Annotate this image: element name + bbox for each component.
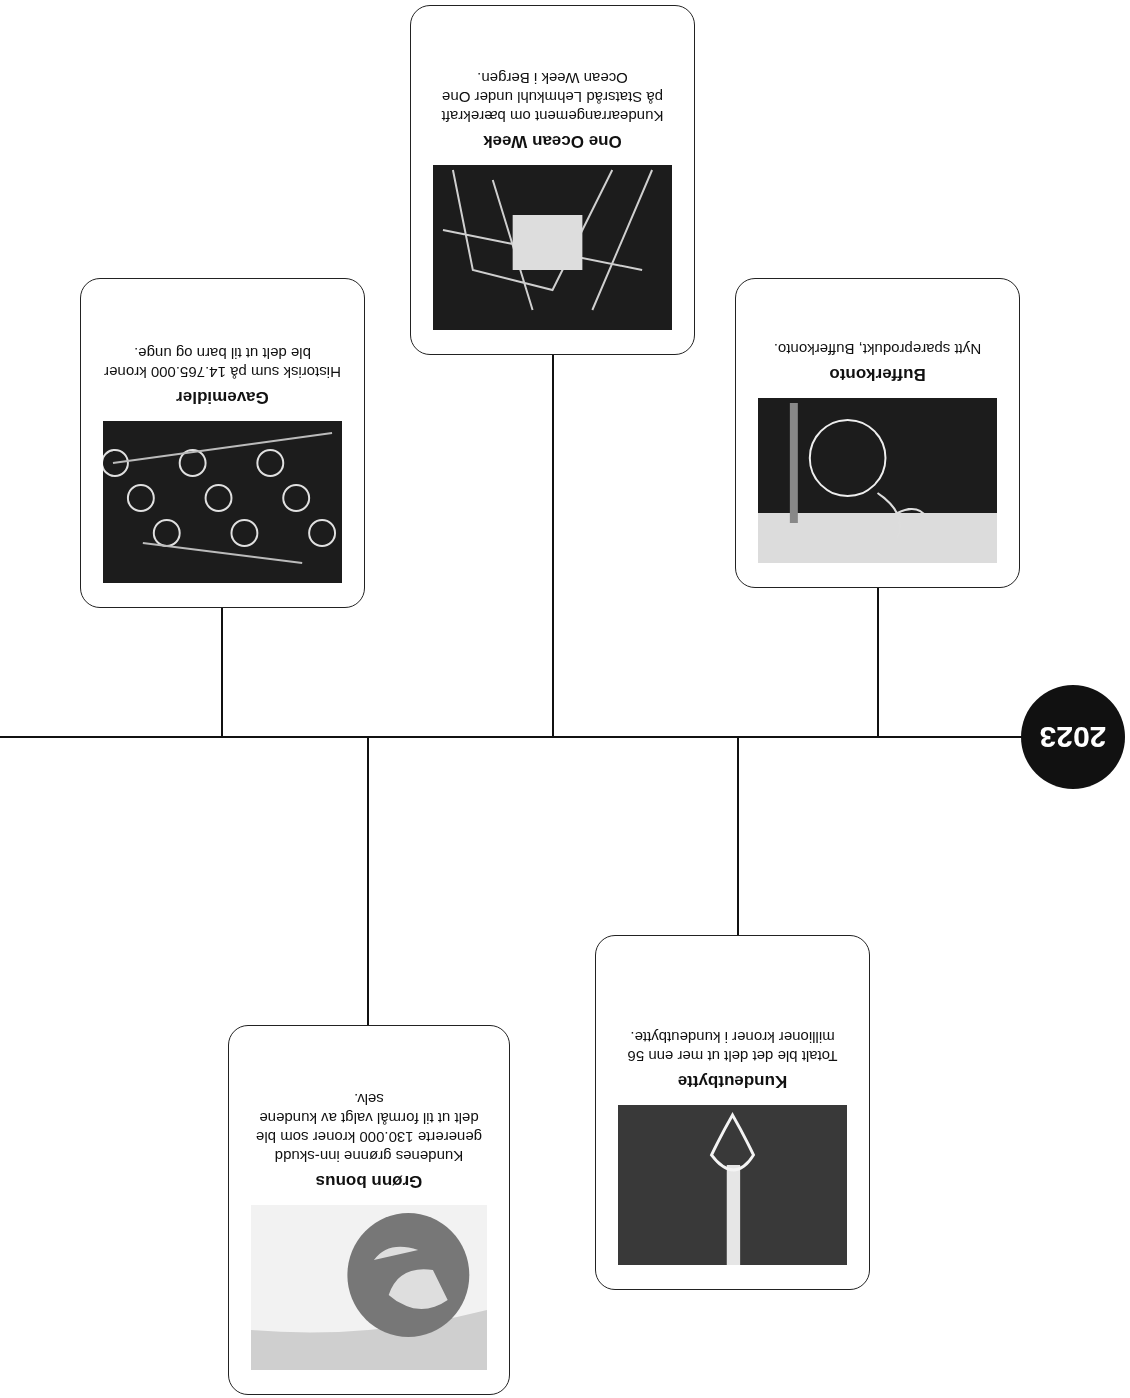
photo-shape xyxy=(347,1213,469,1337)
photo-shape xyxy=(443,170,652,310)
photo xyxy=(618,1105,847,1265)
card-body: Nytt spareprodukt, Bufferkonto. xyxy=(774,339,981,358)
photo xyxy=(433,165,672,330)
photo-shape xyxy=(309,520,335,546)
photo-shape xyxy=(113,433,332,563)
card-body: Kundenes grønne inn-skudd genererte 130.… xyxy=(251,1090,487,1165)
card-title: Kundeutbytte xyxy=(678,1071,788,1091)
card-title: Grønn bonus xyxy=(316,1171,423,1191)
photo-shape xyxy=(727,1165,740,1265)
timeline-stem xyxy=(552,355,554,737)
photo-shape xyxy=(154,520,180,546)
timeline-stem xyxy=(221,608,223,737)
card-title: Gavemidler xyxy=(176,387,269,407)
timeline-axis xyxy=(0,736,1030,738)
photo-shape xyxy=(374,1247,448,1309)
photo-shape xyxy=(513,215,583,270)
timeline-stem xyxy=(737,737,739,935)
timeline-card: Bufferkonto Nytt spareprodukt, Bufferkont… xyxy=(735,278,1020,588)
timeline-card: One Ocean Week Kundearrangement om bærekr… xyxy=(410,5,695,355)
timeline-card: Gavemidler Historisk sum på 14.765.000 kr… xyxy=(80,278,365,608)
card-body: Kundearrangement om bærekraft på Statsrå… xyxy=(433,68,672,124)
photo xyxy=(758,398,997,563)
card-body: Historisk sum på 14.765.000 kroner ble d… xyxy=(103,343,342,381)
photo-ground xyxy=(758,398,997,563)
year-circle: 2023 xyxy=(1021,685,1125,789)
photo-ground xyxy=(251,1205,487,1370)
card-title: One Ocean Week xyxy=(483,131,622,151)
card-title: Bufferkonto xyxy=(829,364,925,384)
photo-ground xyxy=(103,421,342,583)
photo-ground xyxy=(618,1105,847,1265)
photo-shape xyxy=(712,1115,754,1170)
photo-ground xyxy=(433,165,672,330)
photo-shape xyxy=(206,485,232,511)
photo-shape xyxy=(618,1105,847,1265)
photo-shape xyxy=(231,520,257,546)
card-body: Totalt ble det delt ut mer enn 56 millio… xyxy=(618,1027,847,1065)
year-label: 2023 xyxy=(1040,720,1107,754)
timeline-stem xyxy=(877,588,879,737)
photo xyxy=(103,421,342,583)
photo-shape xyxy=(128,485,154,511)
timeline-stem xyxy=(367,737,369,1025)
timeline-card: Grønn bonus Kundenes grønne inn-skudd gen… xyxy=(228,1025,510,1395)
photo xyxy=(251,1205,487,1370)
photo-shape xyxy=(283,485,309,511)
photo-shape xyxy=(257,450,283,476)
photo-shape xyxy=(790,403,798,523)
photo-shape xyxy=(810,420,886,496)
timeline-card: Kundeutbytte Totalt ble det delt ut mer e… xyxy=(595,935,870,1290)
photo-shape xyxy=(878,493,928,538)
